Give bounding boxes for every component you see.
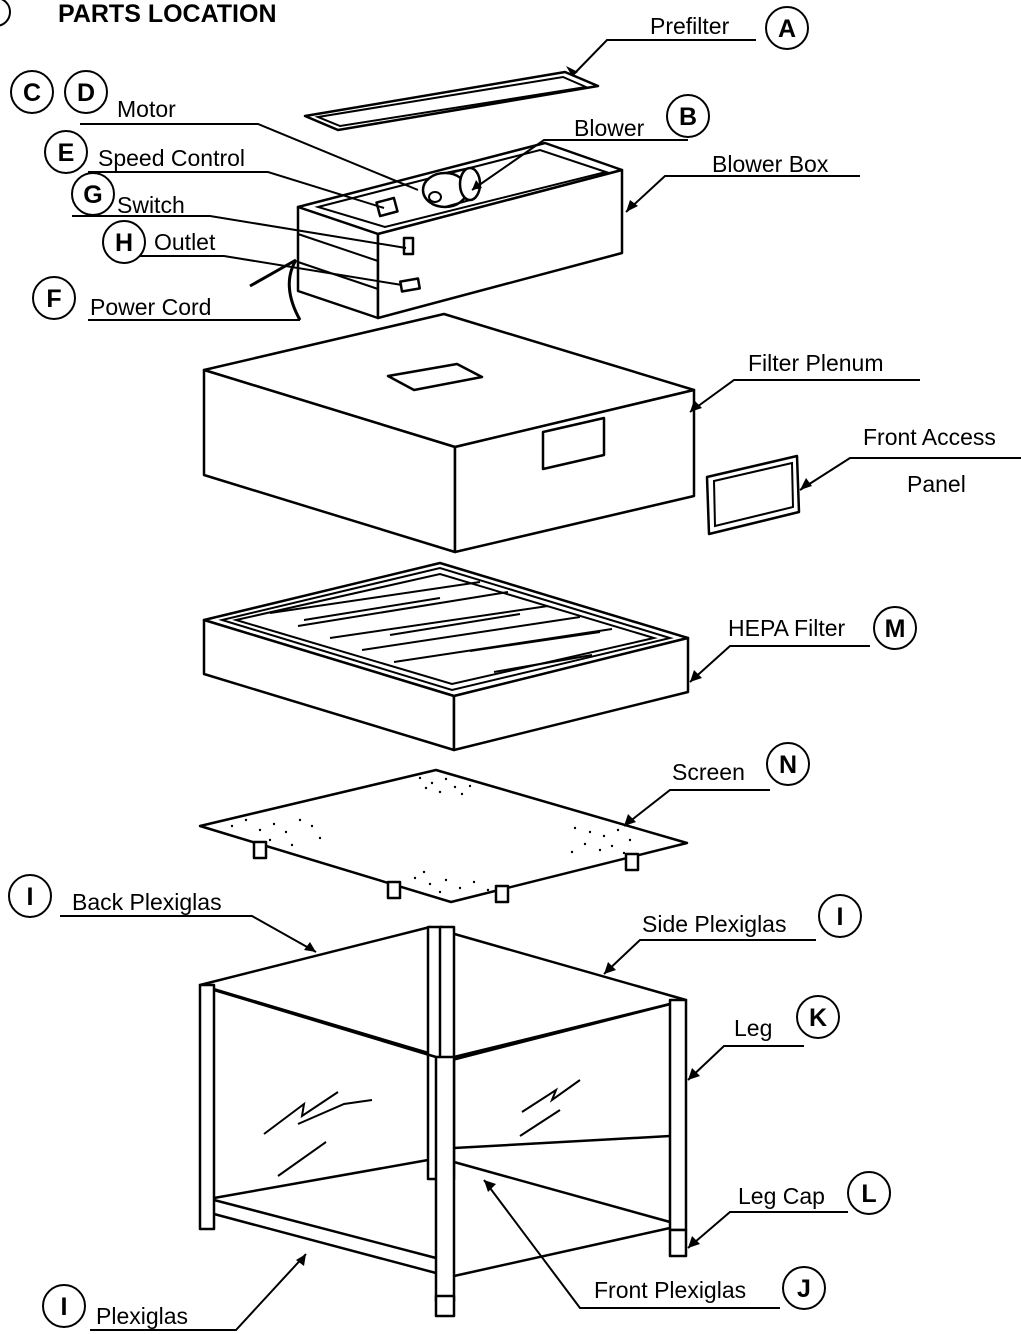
label-screen: Screen	[672, 759, 745, 785]
callout-c-letter: C	[23, 79, 41, 107]
label-plexiglas: Plexiglas	[96, 1303, 188, 1329]
label-motor: Motor	[117, 96, 176, 122]
callout-a-letter: A	[778, 15, 796, 43]
prefilter-part	[303, 70, 600, 132]
label-front-plexiglas: Front Plexiglas	[594, 1277, 746, 1303]
callout-j: J	[782, 1266, 826, 1310]
callout-k-letter: K	[809, 1004, 827, 1032]
label-hepa-filter: HEPA Filter	[728, 615, 845, 641]
callout-g-letter: G	[83, 181, 102, 209]
callout-b: B	[666, 94, 710, 138]
filter-plenum-part	[202, 312, 696, 554]
callout-c: C	[10, 70, 54, 114]
callout-j-letter: J	[797, 1275, 811, 1303]
plexiglas-stand-part	[198, 925, 688, 1318]
label-prefilter: Prefilter	[650, 13, 730, 39]
blower-box-part	[296, 141, 624, 320]
callout-g: G	[71, 172, 115, 216]
callout-k: K	[796, 995, 840, 1039]
callout-i-back-letter: I	[27, 883, 34, 911]
callout-m-letter: M	[885, 615, 906, 643]
label-leg: Leg	[734, 1015, 772, 1041]
callout-e: E	[44, 130, 88, 174]
callout-f: F	[32, 276, 76, 320]
callout-m: M	[873, 606, 917, 650]
label-front-access-panel: Panel	[907, 471, 966, 497]
label-switch: Switch	[117, 192, 185, 218]
callout-b-letter: B	[679, 103, 697, 131]
label-leg-cap: Leg Cap	[738, 1183, 825, 1209]
callout-i-bottom: I	[42, 1284, 86, 1328]
label-speed-control: Speed Control	[98, 145, 245, 171]
label-power-cord: Power Cord	[90, 294, 211, 320]
callout-i-side-letter: I	[837, 903, 844, 931]
callout-h-letter: H	[115, 229, 133, 257]
leader-lines	[60, 39, 1021, 1331]
callout-a: A	[765, 6, 809, 50]
callout-e-letter: E	[58, 139, 75, 167]
callout-d: D	[64, 70, 108, 114]
front-access-panel-part	[705, 454, 801, 536]
callout-n-letter: N	[779, 751, 797, 779]
screen-part	[198, 768, 689, 904]
label-outlet: Outlet	[154, 229, 216, 255]
label-side-plexiglas: Side Plexiglas	[642, 911, 786, 937]
callout-n: N	[766, 742, 810, 786]
callout-i-bottom-letter: I	[61, 1293, 68, 1321]
hepa-filter-part	[202, 561, 690, 752]
callout-l-letter: L	[861, 1180, 876, 1208]
callout-l: L	[847, 1171, 891, 1215]
label-filter-plenum: Filter Plenum	[748, 350, 883, 376]
title-bullet	[0, 0, 11, 27]
label-front-access: Front Access	[863, 424, 996, 450]
page-title: PARTS LOCATION	[58, 0, 277, 28]
label-back-plexiglas: Back Plexiglas	[72, 889, 222, 915]
callout-d-letter: D	[77, 79, 95, 107]
callout-i-side: I	[818, 894, 862, 938]
callout-h: H	[102, 220, 146, 264]
callout-f-letter: F	[46, 285, 61, 313]
callout-i-back: I	[8, 874, 52, 918]
label-blower-box: Blower Box	[712, 151, 829, 177]
label-blower: Blower	[574, 115, 645, 141]
